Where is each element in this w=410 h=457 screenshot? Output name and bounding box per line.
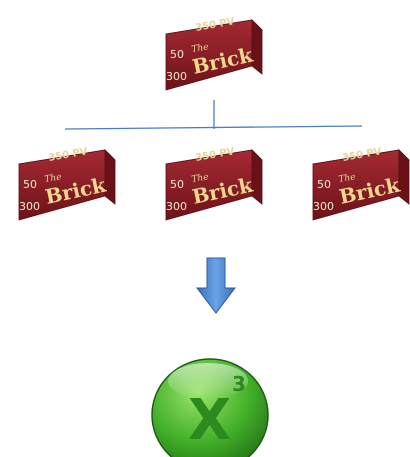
brick-left-top-number: 50 <box>170 48 184 61</box>
brick-top: 350 PV 50 300 The Brick <box>162 16 264 98</box>
brick-left-bottom-number: 300 <box>313 200 334 213</box>
brick-left-top-number: 50 <box>170 178 184 191</box>
logo-letter: X <box>188 388 231 453</box>
brick-center: 350 PV 50 300 The Brick <box>162 146 264 228</box>
brick-left: 350 PV 50 300 The Brick <box>15 146 117 228</box>
brick-brand-prefix: The <box>191 172 209 185</box>
brick-brand-prefix: The <box>44 172 62 185</box>
brick-left-top-number: 50 <box>317 178 331 191</box>
logo-exponent: 3 <box>232 372 246 396</box>
connector-bar <box>64 125 363 130</box>
down-arrow-icon <box>195 257 237 314</box>
brick-left-bottom-number: 300 <box>19 200 40 213</box>
x3-logo: X 3 <box>150 357 270 457</box>
brick-brand-prefix: The <box>191 42 209 55</box>
brick-left-top-number: 50 <box>23 178 37 191</box>
brick-left-bottom-number: 300 <box>166 200 187 213</box>
brick-right: 350 PV 50 300 The Brick <box>309 146 410 228</box>
brick-brand-prefix: The <box>338 172 356 185</box>
brick-left-bottom-number: 300 <box>166 70 187 83</box>
